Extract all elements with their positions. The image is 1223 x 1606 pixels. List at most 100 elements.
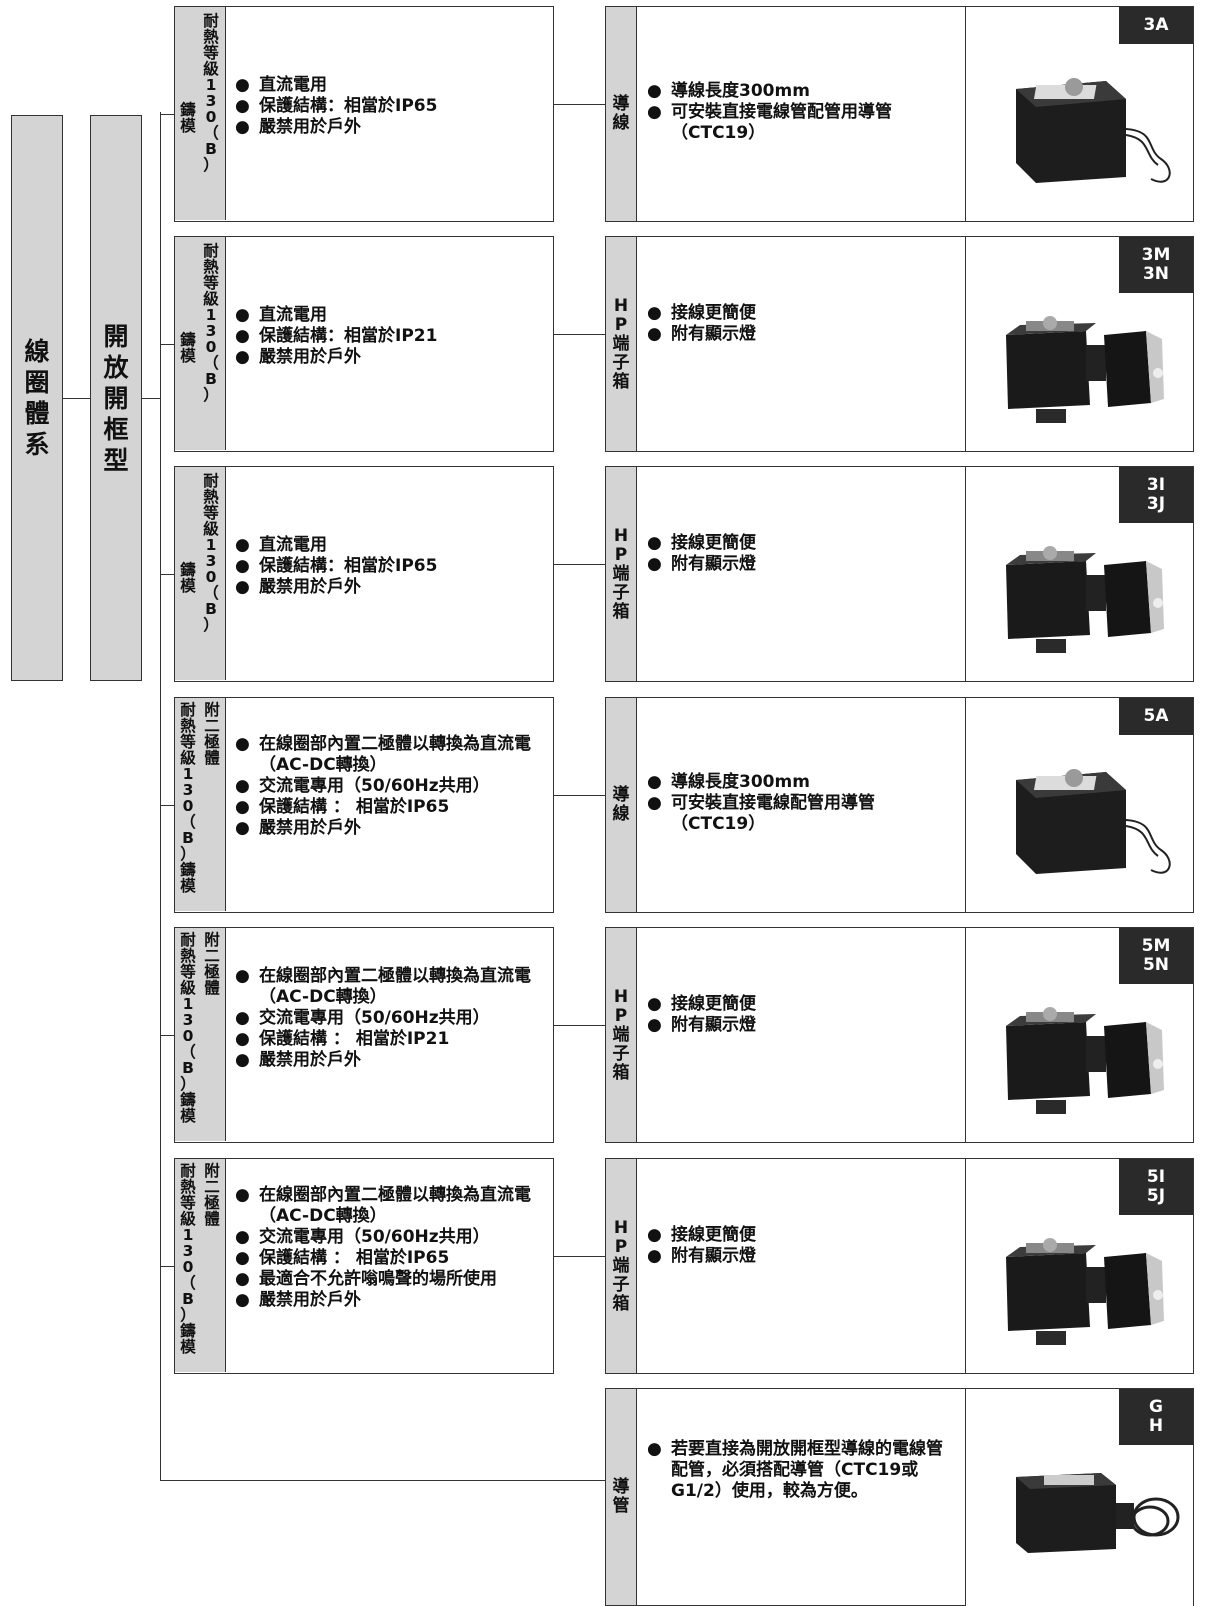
feature-item: ●保護結構 ： 相當於IP65 [235,797,543,818]
bullet-icon: ● [235,556,250,576]
product-image-cell: 3A [965,6,1194,222]
feature-text: 在線圈部內置二極體以轉換為直流電（AC-DC轉換） [259,734,531,775]
model-code-badge: 5A [1119,698,1193,735]
feature-text: 保護結構 ： 相當於IP21 [259,1029,450,1049]
feature-item: ●嚴禁用於戶外 [235,1290,543,1311]
bullet-icon: ● [235,797,250,817]
bullet-icon: ● [235,818,250,838]
coil-series-label: 線圈體系線圈體系 [11,115,63,681]
feature-item: ●嚴禁用於戶外 [235,577,543,598]
feature-text: 保護結構：相當於IP65 [259,556,438,576]
connector-line [63,398,90,400]
feature-text: 保護結構：相當於IP21 [259,326,438,346]
connection-desc-list: ●導線長度300mm●可安裝直接電線管配管用導管（CTC19） [647,81,952,144]
bullet-icon: ● [647,554,662,574]
connection-desc-box: ● 接線更簡便●附有顯示燈 [636,927,966,1143]
model-code: 5A [1143,706,1169,726]
feature-text: 若要直接為開放開框型導線的電線管配管，必須搭配導管（CTC19或G1/2）使用，… [671,1439,943,1501]
feature-text: 導線長度300mm [671,81,810,101]
feature-text: 接線更簡便 [671,303,756,323]
connection-type: HP端子箱HP端子箱 [605,236,637,452]
bullet-icon: ● [647,1246,662,1266]
feature-text: 在線圈部內置二極體以轉換為直流電（AC-DC轉換） [259,966,531,1007]
feature-item: ● 接線更簡便 [647,303,952,324]
connection-desc-box: ●導線長度300mm●可安裝直接電線管配管用導管（CTC19） [636,6,966,222]
column-divider [225,928,227,1142]
bullet-icon: ● [647,303,662,323]
feature-list: ●在線圈部內置二極體以轉換為直流電（AC-DC轉換）●交流電專用（50/60Hz… [235,1185,543,1311]
bullet-icon: ● [235,1227,250,1247]
diode-label: 附二極體附二極體 [204,931,220,997]
connection-type: HP端子箱HP端子箱 [605,466,637,682]
bullet-icon: ● [235,776,250,796]
connector-line [160,112,162,1480]
bullet-icon: ● [235,1248,250,1268]
feature-item: ● 保護結構：相當於IP65 [235,556,543,577]
connector-line [160,1035,174,1037]
feature-text: 接線更簡便 [671,533,756,553]
bullet-icon: ● [647,994,662,1014]
lead-wire-coil-photo [1016,78,1171,183]
feature-item: ●可安裝直接電線管配管用導管（CTC19） [647,102,952,144]
connection-desc-list: ●接線更簡便● 附有顯示燈 [647,1225,952,1267]
mold-label: 鑄模鑄模 [180,561,196,595]
model-code: 5I [1146,1167,1166,1187]
diode-label: 附二極體附二極體 [204,701,220,767]
feature-item: ●附有顯示燈 [647,554,952,575]
connector-line [160,114,174,116]
bullet-icon: ● [235,1050,250,1070]
connection-type: HP端子箱HP端子箱 [605,927,637,1143]
connection-desc-list: ●若要直接為開放開框型導線的電線管配管，必須搭配導管（CTC19或G1/2）使用… [647,1439,952,1502]
model-code: 5N [1142,955,1170,975]
connector-line [554,334,606,336]
feature-item: ●導線長度300mm [647,81,952,102]
bullet-icon: ● [647,793,662,813]
bullet-icon: ● [235,1290,250,1310]
connector-line [554,795,606,797]
feature-text: 附有顯示燈 [671,1246,756,1266]
feature-text: 嚴禁用於戶外 [259,347,361,367]
connection-desc-list: ●導線長度300mm●可安裝直接電線配管用導管（CTC19） [647,772,952,835]
terminal-box-coil-photo [1006,1007,1164,1114]
bullet-icon: ● [647,102,662,122]
model-code: 3I [1146,475,1166,495]
bullet-icon: ● [235,1008,250,1028]
bullet-icon: ● [235,117,250,137]
feature-item: ●直流電用 [235,75,543,96]
feature-item: ●接線更簡便 [647,1225,952,1246]
feature-item: ●保護結構 ： 相當於IP65 [235,1248,543,1269]
diode-label: 附二極體附二極體 [204,1162,220,1228]
connector-line [554,564,606,566]
frame-type-label: 開放開框型開放開框型 [90,115,142,681]
model-code: 3M [1141,245,1171,265]
model-code: H [1148,1416,1164,1436]
feature-list: ●直流電用●保護結構：相當於IP65●嚴禁用於戶外 [235,75,543,138]
feature-item: ●接線更簡便 [647,533,952,554]
feature-item: ●若要直接為開放開框型導線的電線管配管，必須搭配導管（CTC19或G1/2）使用… [647,1439,952,1502]
bullet-icon: ● [235,96,250,116]
product-image-cell: 5A [965,697,1194,913]
connector-line [160,1266,174,1268]
feature-item: ●嚴禁用於戶外 [235,347,543,368]
feature-item: ●在線圈部內置二極體以轉換為直流電（AC-DC轉換） [235,1185,543,1227]
connector-line [160,574,174,576]
bullet-icon: ● [235,1029,250,1049]
feature-text: 接線更簡便 [671,994,756,1014]
model-code-badge: 3A [1119,7,1193,44]
connector-line [160,1480,606,1482]
feature-item: ●附有顯示燈 [647,1015,952,1036]
connection-desc-list: ●接線更簡便●附有顯示燈 [647,303,952,345]
feature-item: ●交流電專用（50/60Hz共用） [235,1227,543,1248]
bullet-icon: ● [235,734,250,754]
feature-item: ●直流電用 [235,535,543,556]
